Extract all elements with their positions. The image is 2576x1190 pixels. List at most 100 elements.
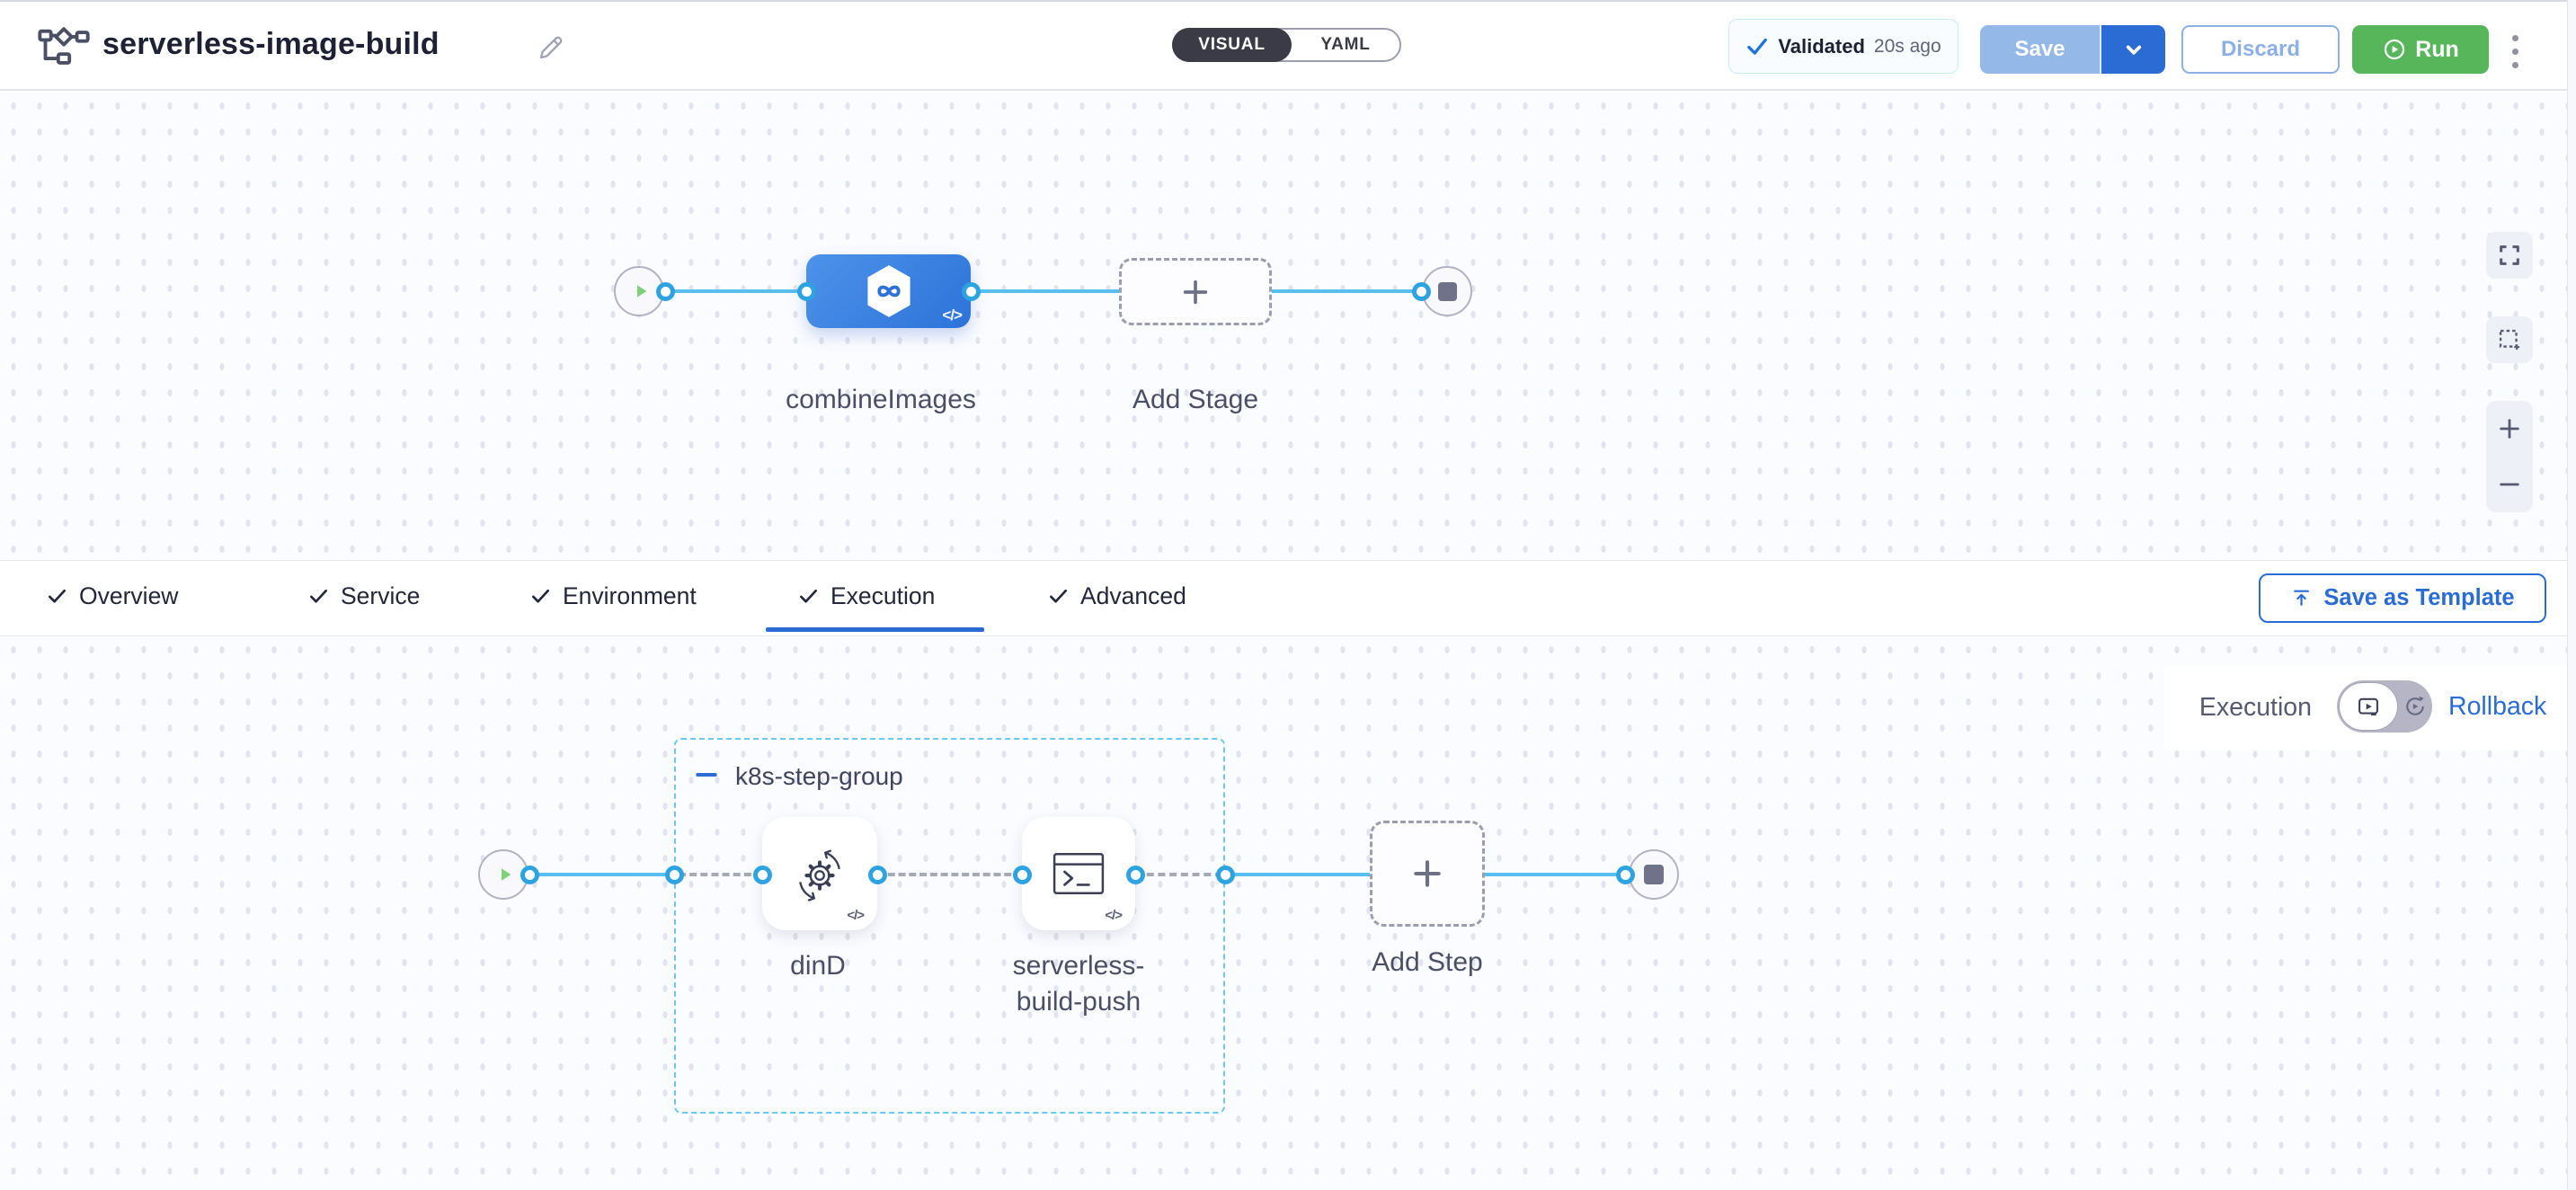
run-play-icon — [2385, 39, 2405, 60]
save-as-template-label: Save as Template — [2323, 585, 2515, 610]
connector-port — [1012, 865, 1032, 884]
connector-port — [1411, 281, 1431, 301]
collapse-group-icon[interactable] — [695, 763, 718, 786]
zoom-out-button[interactable] — [2486, 457, 2533, 512]
visual-yaml-toggle: VISUAL YAML — [1172, 28, 1401, 62]
tab-execution[interactable]: Execution — [798, 561, 935, 632]
tab-label: Service — [341, 582, 421, 609]
rollback-link[interactable]: Rollback — [2448, 692, 2547, 721]
tab-label: Advanced — [1080, 582, 1186, 609]
plus-icon — [1183, 280, 1208, 304]
execution-canvas[interactable] — [0, 636, 2567, 1190]
start-play-icon — [502, 868, 511, 881]
check-icon — [1050, 589, 1067, 603]
step-node-serverless-build-push[interactable]: </> — [1022, 817, 1135, 930]
upload-icon — [2294, 590, 2310, 606]
zoom-controls — [2486, 401, 2533, 512]
active-tab-underline — [766, 627, 984, 632]
step-group-name[interactable]: k8s-step-group — [735, 762, 903, 790]
save-as-template-button[interactable]: Save as Template — [2259, 573, 2546, 623]
fullscreen-icon — [2500, 245, 2519, 265]
check-icon — [532, 589, 549, 603]
tab-advanced[interactable]: Advanced — [1048, 561, 1186, 632]
plus-icon — [1414, 860, 1441, 887]
run-step-terminal-icon — [1053, 853, 1105, 894]
scrollbar-gutter[interactable] — [2567, 0, 2576, 1190]
edge-serverless-to-groupborder — [1135, 873, 1222, 876]
connector-port — [867, 865, 887, 884]
pipeline-title: serverless-image-build — [102, 27, 440, 61]
chevron-down-icon — [2126, 45, 2141, 55]
edge-start-to-group — [529, 873, 674, 876]
fullscreen-button[interactable] — [2486, 232, 2533, 279]
step-code-badge[interactable]: </> — [847, 908, 865, 923]
tab-visual[interactable]: VISUAL — [1172, 28, 1292, 62]
check-icon — [49, 589, 66, 603]
tab-environment[interactable]: Environment — [530, 561, 697, 632]
pipeline-icon — [38, 27, 90, 65]
execution-end-node — [1629, 849, 1679, 900]
stage-name-label: combineImages — [786, 385, 976, 414]
connector-port — [752, 865, 772, 884]
connector-port — [1125, 865, 1145, 884]
validated-time: 20s ago — [1873, 35, 1941, 57]
connector-port — [961, 281, 981, 301]
edit-pencil-icon[interactable] — [537, 32, 566, 61]
edge-addstep-to-end — [1485, 873, 1625, 876]
step-group-k8s[interactable] — [674, 738, 1225, 1114]
save-button[interactable]: Save — [1980, 25, 2100, 74]
tab-label: Overview — [79, 582, 179, 609]
save-options-button[interactable] — [2100, 25, 2165, 74]
stage-canvas[interactable] — [0, 93, 2567, 560]
stage-code-badge[interactable]: </> — [942, 306, 963, 324]
connector-port — [796, 281, 816, 301]
connector-port — [664, 865, 684, 884]
stop-square-icon — [1644, 865, 1664, 884]
validated-label: Validated — [1778, 34, 1865, 58]
window-top-edge — [0, 0, 2576, 2]
step-node-dind[interactable]: </> — [762, 817, 877, 930]
add-stage-label[interactable]: Add Stage — [1132, 385, 1259, 414]
step-serverless-label-line2: build-push — [1016, 987, 1141, 1017]
run-button[interactable]: Run — [2352, 25, 2489, 74]
add-step-label[interactable]: Add Step — [1372, 947, 1483, 977]
stage-node-combineimages[interactable]: </> — [806, 254, 971, 328]
tab-label: Environment — [563, 582, 697, 609]
more-options-menu[interactable] — [2504, 30, 2526, 73]
stage-config-tabbar: Overview Service Environment Execution A… — [0, 560, 2567, 636]
check-icon — [800, 589, 817, 603]
connector-port — [1215, 865, 1235, 884]
zoom-in-icon — [2500, 419, 2519, 439]
check-icon — [310, 589, 327, 603]
tab-service[interactable]: Service — [308, 561, 420, 632]
edge-start-to-stage — [665, 289, 806, 293]
check-icon — [1747, 38, 1768, 55]
execution-steps-icon — [2358, 697, 2378, 716]
rollback-view-button[interactable] — [2398, 682, 2432, 731]
discard-button[interactable]: Discard — [2181, 25, 2340, 74]
tab-label: Execution — [831, 582, 936, 609]
tab-overview[interactable]: Overview — [47, 561, 178, 632]
edge-addstage-to-end — [1269, 289, 1421, 293]
start-play-icon — [637, 285, 647, 298]
tab-yaml[interactable]: YAML — [1320, 35, 1371, 54]
step-code-badge[interactable]: </> — [1105, 908, 1123, 923]
zoom-in-button[interactable] — [2486, 401, 2533, 457]
rollback-steps-icon — [2406, 697, 2424, 715]
ci-stage-icon — [866, 265, 910, 317]
select-mode-button[interactable] — [2486, 316, 2533, 363]
add-step-node[interactable] — [1370, 821, 1485, 927]
run-label: Run — [2415, 36, 2459, 62]
connector-port — [655, 281, 675, 301]
connector-port — [1615, 865, 1635, 884]
edge-stage-to-addstage — [971, 289, 1122, 293]
save-split-button: Save — [1980, 25, 2165, 74]
add-stage-node[interactable] — [1119, 258, 1272, 325]
validated-badge[interactable]: Validated 20s ago — [1728, 19, 1959, 74]
step-dind-label: dinD — [790, 951, 846, 981]
execution-view-button[interactable] — [2339, 682, 2398, 731]
background-step-gear-icon — [799, 849, 840, 901]
marquee-select-icon — [2499, 329, 2520, 351]
edge-groupborder-to-dind — [679, 873, 762, 876]
